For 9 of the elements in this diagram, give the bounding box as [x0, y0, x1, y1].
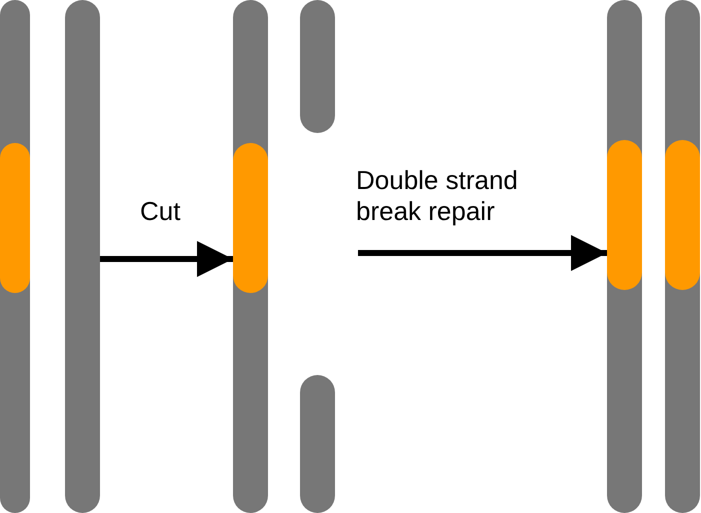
arrow [100, 241, 233, 277]
chromosome-bar [300, 375, 335, 513]
chromosome-bar [665, 0, 700, 513]
chromosome-bar [65, 0, 100, 513]
arrow [358, 235, 607, 271]
chromosome-bar [607, 0, 642, 513]
chromosome-bar [233, 0, 268, 513]
chromosome-bar [300, 0, 335, 133]
chromosome-bar [0, 0, 30, 513]
